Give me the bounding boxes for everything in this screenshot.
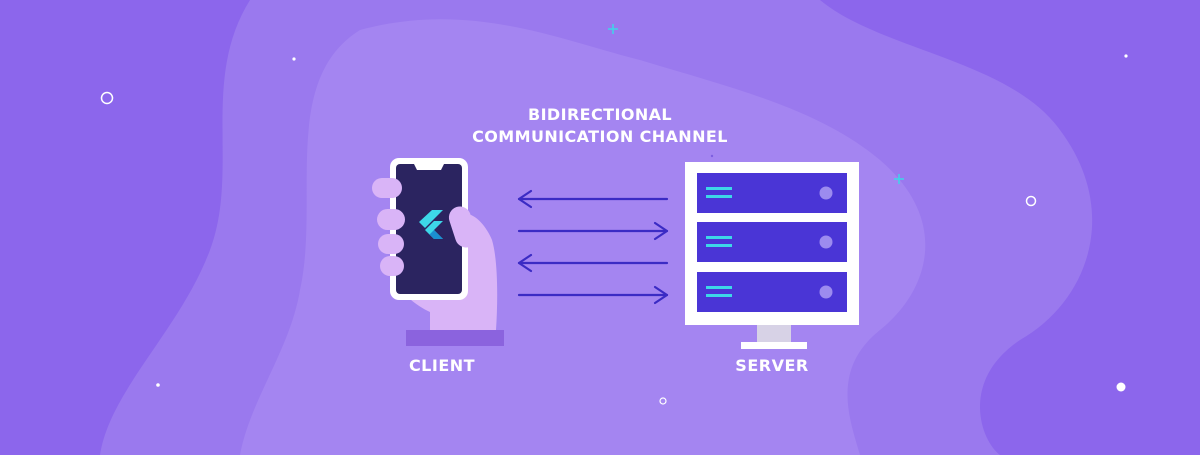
server-led-icon xyxy=(819,235,833,249)
hand-thumb xyxy=(448,206,478,248)
server-rack-icon xyxy=(685,162,859,349)
sparkle-dot-icon xyxy=(156,383,160,387)
communication-arrows xyxy=(517,189,669,305)
diagram-title-line2: COMMUNICATION CHANNEL xyxy=(472,127,728,146)
phone-notch xyxy=(414,164,444,170)
sparkle-plus-icon xyxy=(894,174,904,184)
sparkle-plus-icon xyxy=(608,24,618,34)
arrow-left-icon xyxy=(517,189,669,209)
flutter-logo-icon xyxy=(419,210,443,239)
hand-finger xyxy=(372,178,402,198)
diagram-title-line1: BIDIRECTIONAL xyxy=(527,105,672,124)
diagram-title: BIDIRECTIONAL COMMUNICATION CHANNEL xyxy=(420,104,780,148)
hand-finger xyxy=(380,256,404,276)
arrow-right-icon xyxy=(517,221,669,241)
server-stand xyxy=(757,325,791,343)
sparkle-dot-icon xyxy=(1116,382,1126,392)
arrow-right-icon xyxy=(517,285,669,305)
server-unit xyxy=(697,222,847,262)
smartphone-in-hand-icon xyxy=(372,158,504,346)
server-foot xyxy=(741,342,807,349)
sparkle-ring-icon xyxy=(1025,195,1037,207)
hand-finger xyxy=(377,209,405,230)
sparkle-ring-icon xyxy=(100,91,114,105)
sparkle-dot-icon xyxy=(292,57,296,61)
sparkle-dot-icon xyxy=(710,154,714,158)
wrist-base xyxy=(406,330,504,346)
server-label: SERVER xyxy=(735,356,809,375)
sparkle-dot-icon xyxy=(1124,54,1128,58)
server-led-icon xyxy=(819,186,833,200)
sparkle-ring-icon xyxy=(659,397,667,405)
server-unit xyxy=(697,272,847,312)
hand-finger xyxy=(378,234,404,254)
arrow-left-icon xyxy=(517,253,669,273)
server-led-icon xyxy=(819,285,833,299)
server-unit xyxy=(697,173,847,213)
client-label: CLIENT xyxy=(408,356,476,375)
